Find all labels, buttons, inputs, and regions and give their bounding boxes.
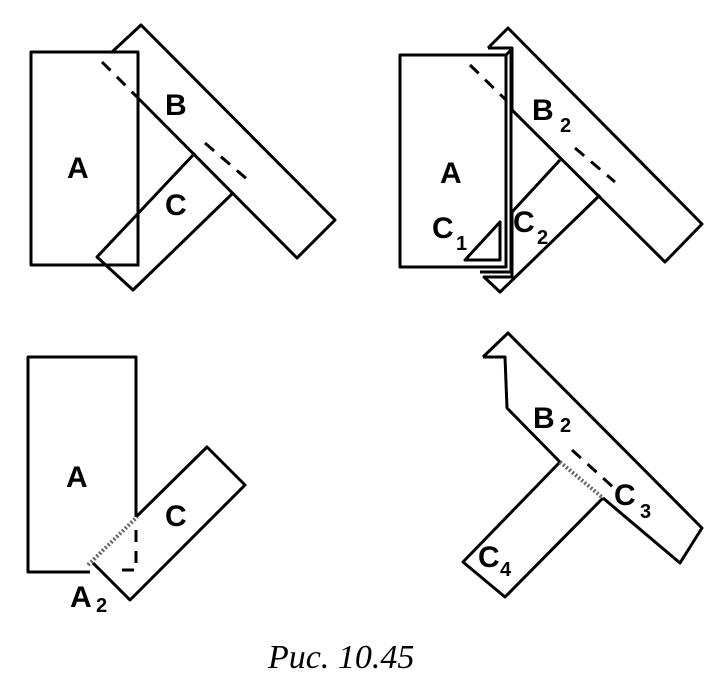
label-c: C — [165, 189, 187, 222]
panel-3: A C A 2 — [26, 355, 247, 617]
label-b2: B — [533, 402, 555, 435]
panel-1: A B C — [29, 23, 337, 292]
label-a: A — [440, 157, 462, 190]
label-b2-sub: 2 — [560, 415, 571, 437]
strip-b2-hidden-edge — [468, 63, 508, 102]
rect-a — [26, 355, 138, 574]
strip-c — [95, 151, 235, 292]
cut-edge — [558, 460, 605, 500]
label-b2: B — [532, 94, 554, 127]
label-c: C — [165, 500, 187, 533]
strip-c3-hidden-edge — [570, 448, 616, 490]
label-b: B — [165, 89, 187, 122]
label-a2-sub: 2 — [96, 595, 107, 617]
label-c3-sub: 3 — [640, 501, 651, 523]
triangle-c1 — [463, 220, 502, 262]
strip-c — [91, 445, 247, 602]
strip-c2 — [482, 158, 602, 294]
label-a: A — [66, 461, 88, 494]
label-c2-sub: 2 — [537, 227, 548, 249]
cut-edge-a2 — [86, 515, 139, 567]
label-c3: C — [614, 479, 636, 512]
label-a: A — [67, 152, 89, 185]
strip-c-hidden-edge — [574, 146, 616, 184]
label-b2-sub: 2 — [560, 115, 571, 137]
label-a2: A — [70, 581, 92, 614]
figure-caption: Рис. 10.45 — [267, 639, 414, 676]
strip-b2-left — [483, 355, 562, 464]
label-c1-sub: 1 — [456, 233, 467, 255]
strip-b-hidden-edge — [100, 60, 140, 100]
panel-2: A B 2 C 1 C 2 — [398, 26, 704, 294]
strip-b2-right — [481, 331, 704, 565]
strip-c-hidden-edge — [204, 141, 249, 182]
strip-c4 — [461, 460, 605, 599]
label-c4-sub: 4 — [500, 559, 512, 581]
strip-b2 — [486, 26, 704, 264]
label-c2: C — [513, 206, 535, 239]
label-c4: C — [478, 541, 500, 574]
panel-4: B 2 C 3 C 4 — [461, 331, 704, 599]
rect-a-outline-double — [480, 48, 513, 274]
rect-a — [398, 53, 508, 269]
rect-a-hidden-edge — [118, 530, 138, 572]
strip-b — [110, 23, 337, 260]
label-c1: C — [432, 212, 454, 245]
rect-a-hidden-edge — [110, 218, 140, 267]
rect-a — [29, 50, 140, 267]
